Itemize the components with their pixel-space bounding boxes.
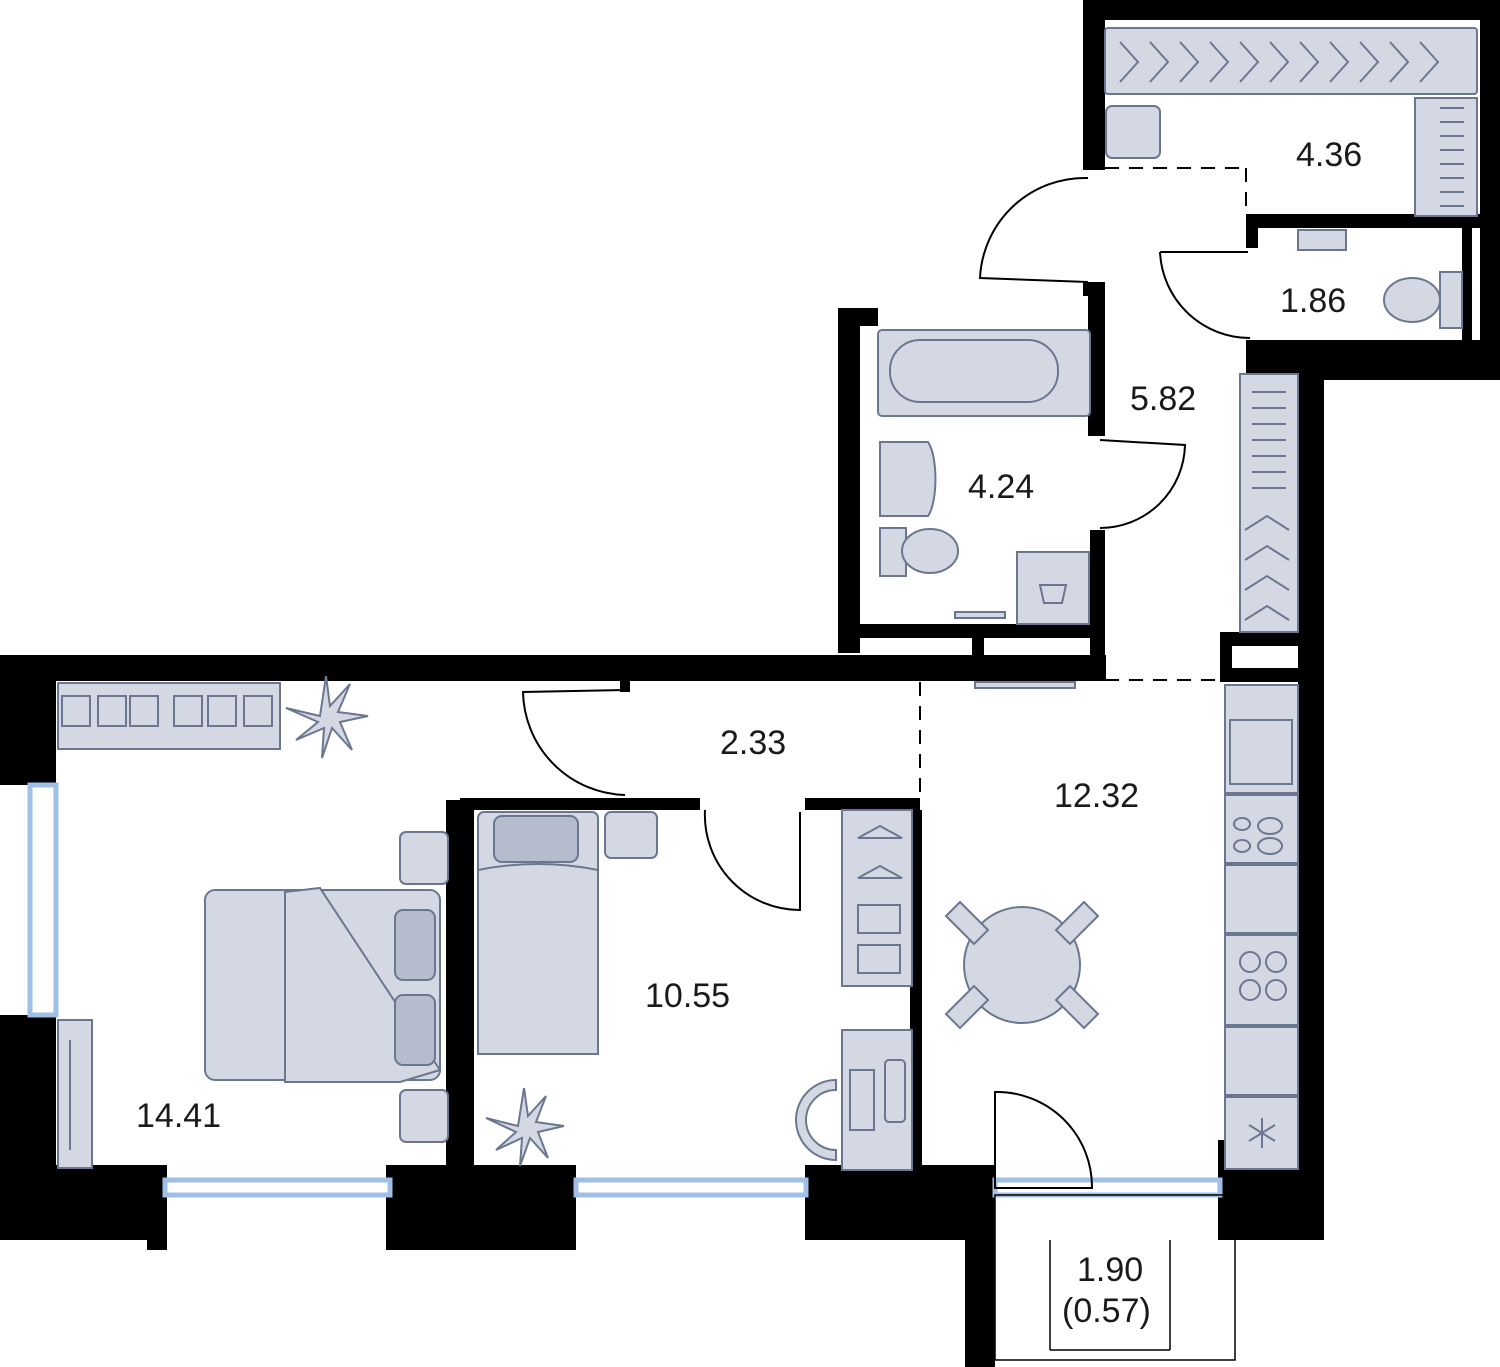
pillow-icon: [394, 909, 436, 981]
area-wardrobe: 4.36: [1296, 136, 1362, 174]
tv-icon: [57, 1019, 93, 1169]
wardrobe-icon: [841, 809, 913, 987]
shirt-icon: [857, 904, 901, 974]
desk-icon: [794, 1029, 913, 1171]
towel-rail: [974, 681, 1076, 689]
wardrobe-icon: [1104, 27, 1478, 95]
area-bedroom-main: 14.41: [136, 1097, 221, 1135]
stove-icon: [1224, 934, 1299, 1026]
sink-icon: [1233, 817, 1284, 855]
nightstand-icon: [399, 1089, 449, 1143]
pillow-icon: [394, 994, 436, 1066]
kitchen-units: [1224, 684, 1299, 1170]
shirt-icon: [61, 695, 273, 727]
bathtub-icon: [877, 329, 1091, 417]
toilet-icon: [1383, 271, 1463, 329]
dining-table-icon: [944, 900, 1100, 1030]
windows: [27, 782, 1223, 1198]
area-kitchen: 12.32: [1054, 777, 1139, 815]
area-bathroom: 4.24: [968, 468, 1034, 506]
area-hall: 5.82: [1130, 380, 1196, 418]
sink-icon: [1105, 105, 1161, 159]
snowflake-icon: [1248, 1118, 1276, 1148]
chair-icon: [944, 900, 1100, 1030]
area-corridor: 2.33: [720, 724, 786, 762]
keyboard-icon: [849, 1069, 875, 1131]
toilet-icon: [879, 527, 959, 577]
area-wc: 1.86: [1280, 282, 1346, 320]
area-balcony: 1.90: [1077, 1251, 1143, 1289]
chair-icon: [794, 1078, 837, 1162]
area-labels: 4.36 1.86 5.82 4.24 2.33 12.32 10.55 14.…: [136, 136, 1362, 1330]
sink-icon: [879, 441, 937, 517]
monitor-icon: [884, 1059, 906, 1123]
bed-icon: [204, 886, 442, 1083]
fridge-icon: [1224, 1096, 1299, 1170]
pillow-icon: [493, 815, 579, 863]
area-bedroom-small: 10.55: [645, 977, 730, 1015]
hanger-icon: [1119, 41, 1440, 83]
plant-icon: [285, 675, 369, 759]
washing-machine-icon: [1016, 551, 1090, 625]
shoe-rack-icon: [1239, 373, 1299, 633]
balcony: [994, 1194, 1236, 1361]
hanger-icon: [857, 824, 903, 879]
doors: [521, 167, 1251, 1189]
bed-icon: [477, 811, 599, 1055]
shoe-rack-icon: [1414, 97, 1478, 217]
nightstand-icon: [604, 811, 658, 859]
sink-icon: [1297, 229, 1347, 251]
nightstand-icon: [399, 831, 449, 885]
towel-rail: [954, 611, 1006, 619]
plant-icon: [485, 1087, 565, 1167]
area-balcony-reduced: (0.57): [1062, 1292, 1151, 1330]
wardrobe-icon: [57, 682, 281, 750]
